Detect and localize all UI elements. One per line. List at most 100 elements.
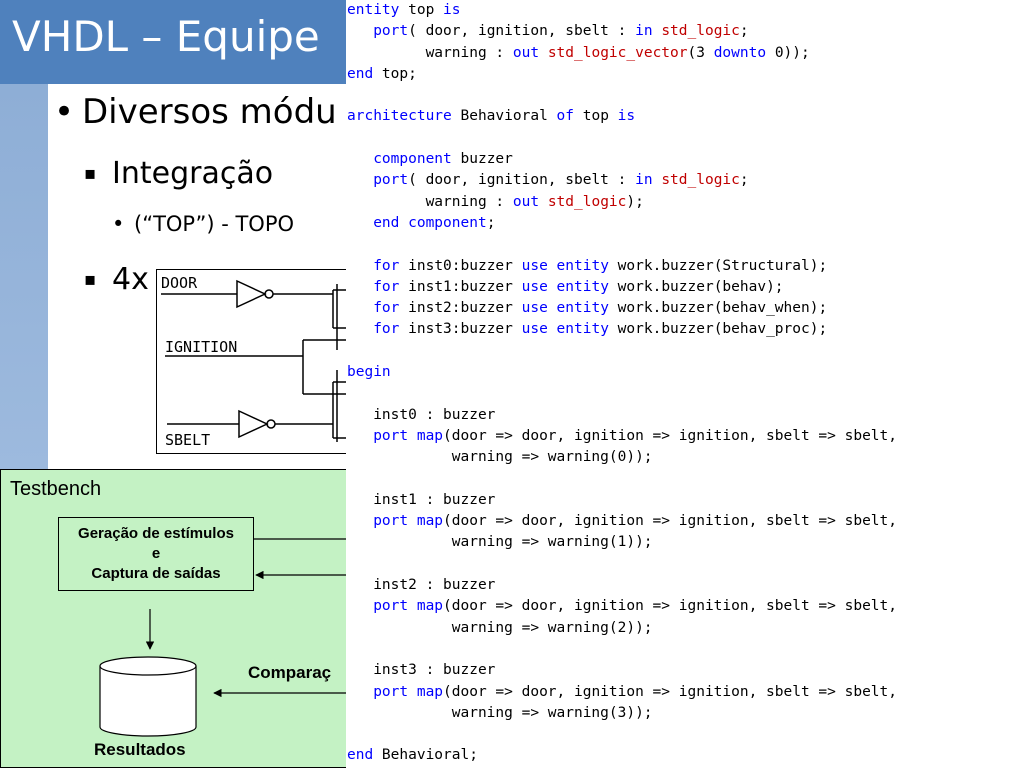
code-line <box>347 639 897 660</box>
code-line: port map(door => door, ignition => ignit… <box>347 511 897 532</box>
code-text: top <box>399 2 444 18</box>
code-text: ( door, ignition, sbelt : <box>408 23 636 40</box>
code-line: warning => warning(3)); <box>347 703 897 724</box>
code-type: std_logic <box>661 23 740 40</box>
code-keyword: for <box>373 300 400 317</box>
code-text: warning => warning(1)); <box>347 534 653 551</box>
code-text: warning : <box>347 44 513 61</box>
code-keyword: architecture <box>347 108 452 125</box>
code-line: end component; <box>347 213 897 234</box>
code-text: work.buzzer(behav_proc); <box>608 321 828 338</box>
code-text: ; <box>739 172 749 189</box>
code-keyword: port <box>373 23 409 40</box>
code-line: component buzzer <box>347 149 897 170</box>
code-text: inst2:buzzer <box>399 300 522 317</box>
code-text <box>347 23 373 39</box>
bullet-level-3: •(“TOP”) - TOPO <box>112 212 294 236</box>
code-keyword: entity <box>347 2 400 18</box>
code-keyword: for <box>373 321 400 338</box>
code-text: Behavioral; <box>373 747 478 764</box>
code-keyword: port map <box>373 598 444 615</box>
code-text: warning => warning(2)); <box>347 619 653 636</box>
code-line: entity top is <box>347 0 897 21</box>
vhdl-code-panel: entity top is port( door, ignition, sbel… <box>346 0 1024 768</box>
code-keyword: port <box>373 172 409 189</box>
code-line: inst0 : buzzer <box>347 405 897 426</box>
stimulus-line: Captura de saídas <box>91 565 221 582</box>
code-line: for inst3:buzzer use entity work.buzzer(… <box>347 319 897 340</box>
code-keyword: for <box>373 278 400 295</box>
code-text: buzzer <box>451 151 513 168</box>
code-line: for inst1:buzzer use entity work.buzzer(… <box>347 277 897 298</box>
code-text: (door => door, ignition => ignition, sbe… <box>443 598 897 615</box>
code-line <box>347 554 897 575</box>
code-line <box>347 341 897 362</box>
code-line <box>347 85 897 106</box>
code-line: end top; <box>347 64 897 85</box>
slide-title: VHDL – Equipe <box>12 12 320 61</box>
code-line: port map(door => door, ignition => ignit… <box>347 426 897 447</box>
bullet-text: 4x <box>112 262 149 297</box>
code-text: (door => door, ignition => ignition, sbe… <box>443 513 897 530</box>
code-text <box>347 258 373 274</box>
code-keyword: use entity <box>521 321 609 338</box>
code-keyword: end <box>347 65 374 82</box>
code-keyword: use entity <box>521 278 609 295</box>
code-text: work.buzzer(Structural); <box>608 257 828 274</box>
code-line: begin <box>347 362 897 383</box>
code-text: (3 <box>687 44 714 61</box>
code-line <box>347 234 897 255</box>
code-text: warning : <box>347 193 513 210</box>
code-text: inst3:buzzer <box>399 321 522 338</box>
code-text: inst0 : buzzer <box>347 406 496 423</box>
code-keyword: use entity <box>521 257 609 274</box>
code-text: ; <box>486 214 496 231</box>
code-line: warning => warning(1)); <box>347 532 897 553</box>
stimulus-line: Geração de estímulos <box>78 525 234 542</box>
code-text: ); <box>626 193 644 210</box>
code-text <box>347 300 373 316</box>
bullet-level-2: ▪ Integração <box>84 156 273 191</box>
code-line: warning => warning(2)); <box>347 618 897 639</box>
code-text: (door => door, ignition => ignition, sbe… <box>443 427 897 444</box>
code-keyword: component <box>373 151 452 168</box>
sbelt-label: SBELT <box>165 431 211 449</box>
code-text: ( door, ignition, sbelt : <box>408 172 636 189</box>
code-keyword: port map <box>373 427 444 444</box>
bullet-marker: • <box>54 92 75 132</box>
code-keyword: port map <box>373 513 444 530</box>
code-line: inst2 : buzzer <box>347 575 897 596</box>
testbench-arrows <box>99 538 360 737</box>
code-keyword: in <box>635 172 653 189</box>
door-label: DOOR <box>161 274 198 292</box>
code-line: inst1 : buzzer <box>347 490 897 511</box>
code-keyword: for <box>373 257 400 274</box>
code-keyword: in <box>635 23 653 40</box>
compare-label: Comparaç <box>248 663 332 682</box>
code-text: ; <box>739 23 749 40</box>
code-text: work.buzzer(behav_when); <box>608 300 828 317</box>
code-text: work.buzzer(behav); <box>608 278 784 295</box>
code-line: warning : out std_logic_vector(3 downto … <box>347 43 897 64</box>
code-text: 0)); <box>766 44 810 61</box>
bullet-text: Integração <box>112 156 274 191</box>
code-keyword: end component <box>373 214 487 231</box>
bullet-text: (“TOP”) - TOPO <box>134 212 295 236</box>
code-text <box>539 194 548 210</box>
bullet-level-1: •Diversos módu <box>54 92 337 132</box>
code-text <box>347 428 373 444</box>
code-keyword: port map <box>373 683 444 700</box>
stimulus-box: Geração de estímulos e Captura de saídas <box>58 517 254 591</box>
results-label: Resultados <box>94 740 186 759</box>
code-text: inst0:buzzer <box>399 257 522 274</box>
code-text: warning => warning(0)); <box>347 449 653 466</box>
ignition-label: IGNITION <box>165 338 238 356</box>
bullet-text: Diversos módu <box>82 92 337 132</box>
code-line: for inst0:buzzer use entity work.buzzer(… <box>347 256 897 277</box>
code-text <box>653 23 662 39</box>
code-text <box>347 151 373 167</box>
code-text <box>653 172 662 188</box>
bullet-marker: ▪ <box>84 163 97 184</box>
code-line: inst3 : buzzer <box>347 660 897 681</box>
